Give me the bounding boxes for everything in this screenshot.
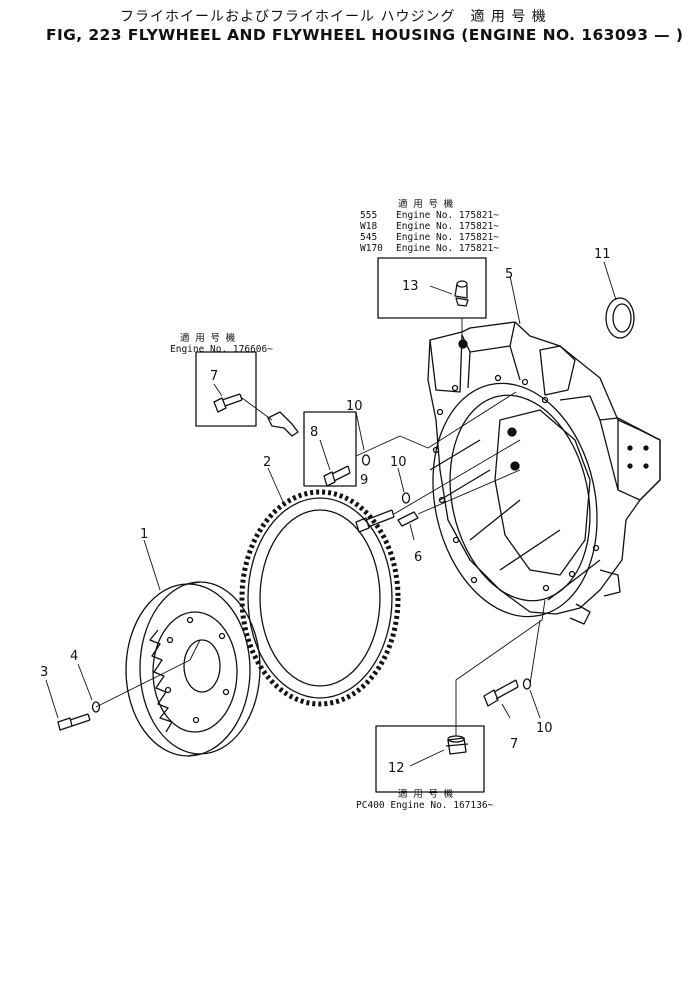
housing-bolt-holes [432, 339, 649, 592]
box-top-model-4: W170 [360, 243, 383, 254]
figure-title: FIG, 223 FLYWHEEL AND FLYWHEEL HOUSING (… [46, 26, 682, 44]
part-6-label: 6 [414, 550, 422, 565]
part-2-label: 2 [263, 455, 271, 470]
bolt-7-lower [483, 679, 519, 707]
part-1-label: 1 [140, 527, 148, 542]
part-9-label: 9 [360, 473, 368, 488]
part-10-label-a: 10 [346, 399, 363, 414]
part-11-label: 11 [594, 247, 611, 262]
washer-10-a [361, 454, 371, 466]
part-8-label: 8 [310, 425, 318, 440]
part-10-label-c: 10 [536, 721, 553, 736]
part-12-label: 12 [388, 761, 405, 776]
bolt-7-upper [213, 393, 243, 413]
box-top-model-2: W18 [360, 221, 377, 232]
bolt-3 [57, 713, 91, 731]
box-top-model-3: 545 [360, 232, 377, 243]
box-top-heading: 適 用 号 機 [398, 198, 454, 210]
box-left-heading: 適 用 号 機 [180, 332, 236, 344]
part-7-label-lower: 7 [510, 737, 518, 752]
flywheel-housing [427, 321, 661, 625]
box-top-model-1: 555 [360, 210, 377, 221]
washer-10-c [522, 678, 532, 690]
part-13-label: 13 [402, 279, 419, 294]
box-bottom-heading: 適 用 号 機 [398, 788, 454, 800]
box-bottom-engine: PC400 Engine No. 167136~ [356, 800, 494, 811]
engine-box-left [195, 351, 257, 427]
flywheel [125, 581, 261, 757]
bolt-9 [355, 509, 395, 533]
title-japanese: フライホイールおよびフライホイール ハウジング 適 用 号 機 [120, 9, 547, 25]
seal-ring [605, 297, 635, 339]
leader-lines [45, 261, 617, 767]
box-top-engine-3: Engine No. 175821~ [396, 232, 499, 243]
plug-12 [445, 735, 469, 755]
box-top-text: 適 用 号 機 555 Engine No. 175821~ W18 Engin… [360, 198, 499, 254]
part-7-label-upper: 7 [210, 369, 218, 384]
washer-4 [91, 701, 101, 713]
box-top-engine-1: Engine No. 175821~ [396, 210, 499, 221]
box-left-engine: Engine No. 176606~ [170, 344, 273, 355]
engine-box-bottom [375, 725, 485, 793]
bolt-8 [323, 465, 351, 487]
washer-10-b [401, 492, 411, 504]
part-4-label: 4 [70, 649, 78, 664]
part-3-label: 3 [40, 665, 48, 680]
dowel-pin-arrow [267, 411, 299, 437]
part-10-label-b: 10 [390, 455, 407, 470]
box-top-engine-2: Engine No. 175821~ [396, 221, 499, 232]
engine-box-top [377, 257, 487, 319]
part-5-label: 5 [505, 267, 513, 282]
ring-gear [239, 489, 401, 707]
part-numbers: 1 2 3 4 5 6 7 7 8 9 10 10 10 11 12 13 [40, 247, 611, 776]
dowel-6 [397, 511, 419, 527]
bolt-8-box [303, 411, 357, 487]
box-top-engine-4: Engine No. 175821~ [396, 243, 499, 254]
plug-13 [454, 280, 469, 307]
